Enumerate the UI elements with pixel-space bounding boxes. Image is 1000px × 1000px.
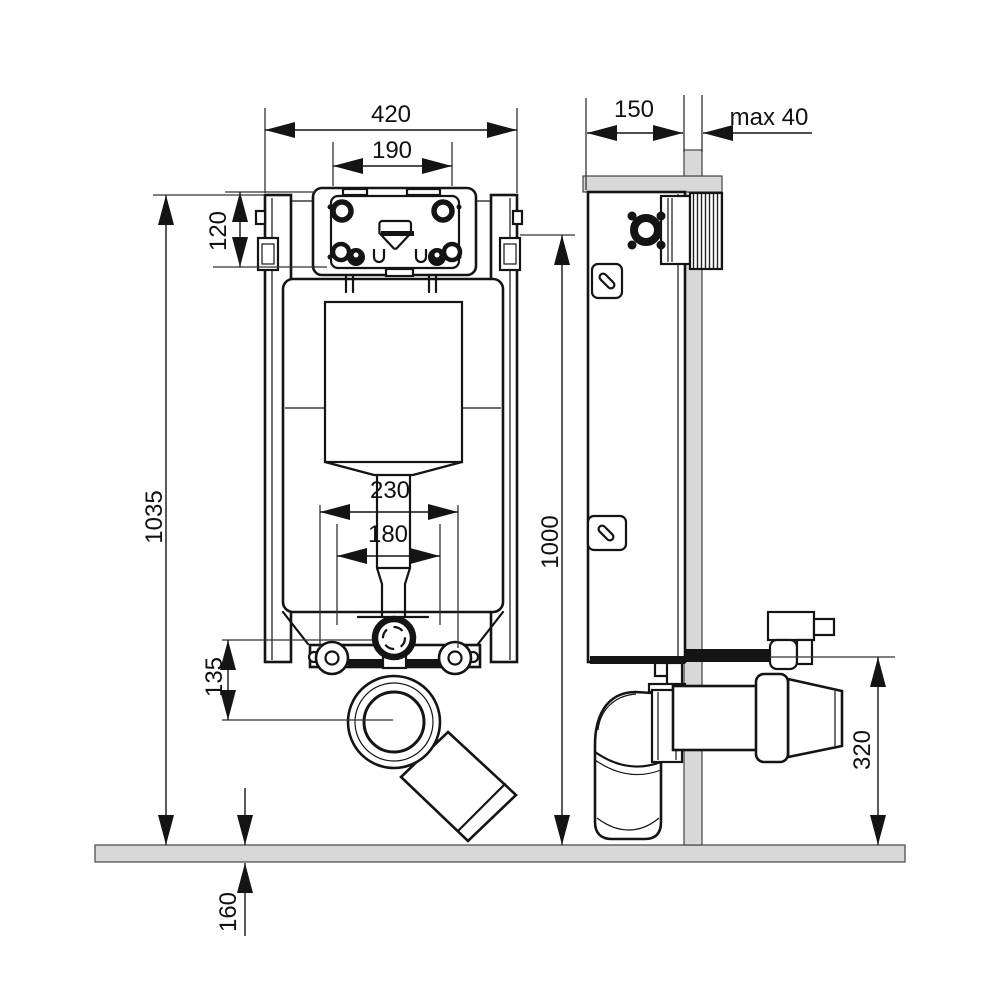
dim-label-frame-height: 1035 [141,490,168,543]
soil-pipe-connector [754,672,844,764]
outlet-pipe [671,684,759,752]
drain-elbow-side [593,661,687,841]
access-window [311,186,478,278]
flush-bell [356,615,430,670]
dim-label-bracket-height: 1000 [537,515,564,568]
drain-elbow-front [346,674,518,843]
pan-fixing-bolt-right [437,640,480,676]
connector-box [659,194,692,266]
pan-fixing-bolt-left [307,640,350,676]
dim-label-frame-depth: 150 [614,96,654,123]
mid-mounting-bracket [586,514,628,552]
flush-pipe-side [685,649,770,662]
water-connection [627,211,666,250]
dim-label-frame-width: 420 [371,101,411,128]
dim-label-bolt-spacing-outer: 230 [370,477,410,504]
front-view [254,186,524,843]
finished-floor [94,844,906,863]
screw-icon [330,241,352,263]
dim-label-wall-finish: max 40 [730,104,809,131]
window-legs [344,274,438,294]
dim-label-opening-width: 190 [372,137,412,164]
dim-label-opening-height: 120 [205,211,232,251]
rail-clip-left [254,209,267,226]
flush-pipe-front [323,460,464,618]
rail-bracket-left [256,236,280,272]
side-view [582,149,844,846]
screw-icon [441,241,463,263]
dim-label-below-floor: 160 [215,892,242,932]
inspection-box-hatched [688,191,724,271]
dim-label-outlet-offset: 135 [201,657,228,697]
cistern-inner-panel [323,300,464,464]
dim-label-bolt-spacing-inner: 180 [368,521,408,548]
dim-label-flush-pipe-height: 320 [849,730,876,770]
screw-icon [330,199,354,223]
upper-mounting-bracket [590,262,624,300]
rail-clip-right [511,209,524,226]
flush-bend-fitting [766,610,836,671]
frame-bottom-bar [590,656,685,664]
rail-bracket-right [498,236,522,272]
dimensions: 420 190 120 1035 1000 230 180 135 [141,95,895,936]
top-rail-band [582,175,723,193]
screw-icon [431,199,455,223]
